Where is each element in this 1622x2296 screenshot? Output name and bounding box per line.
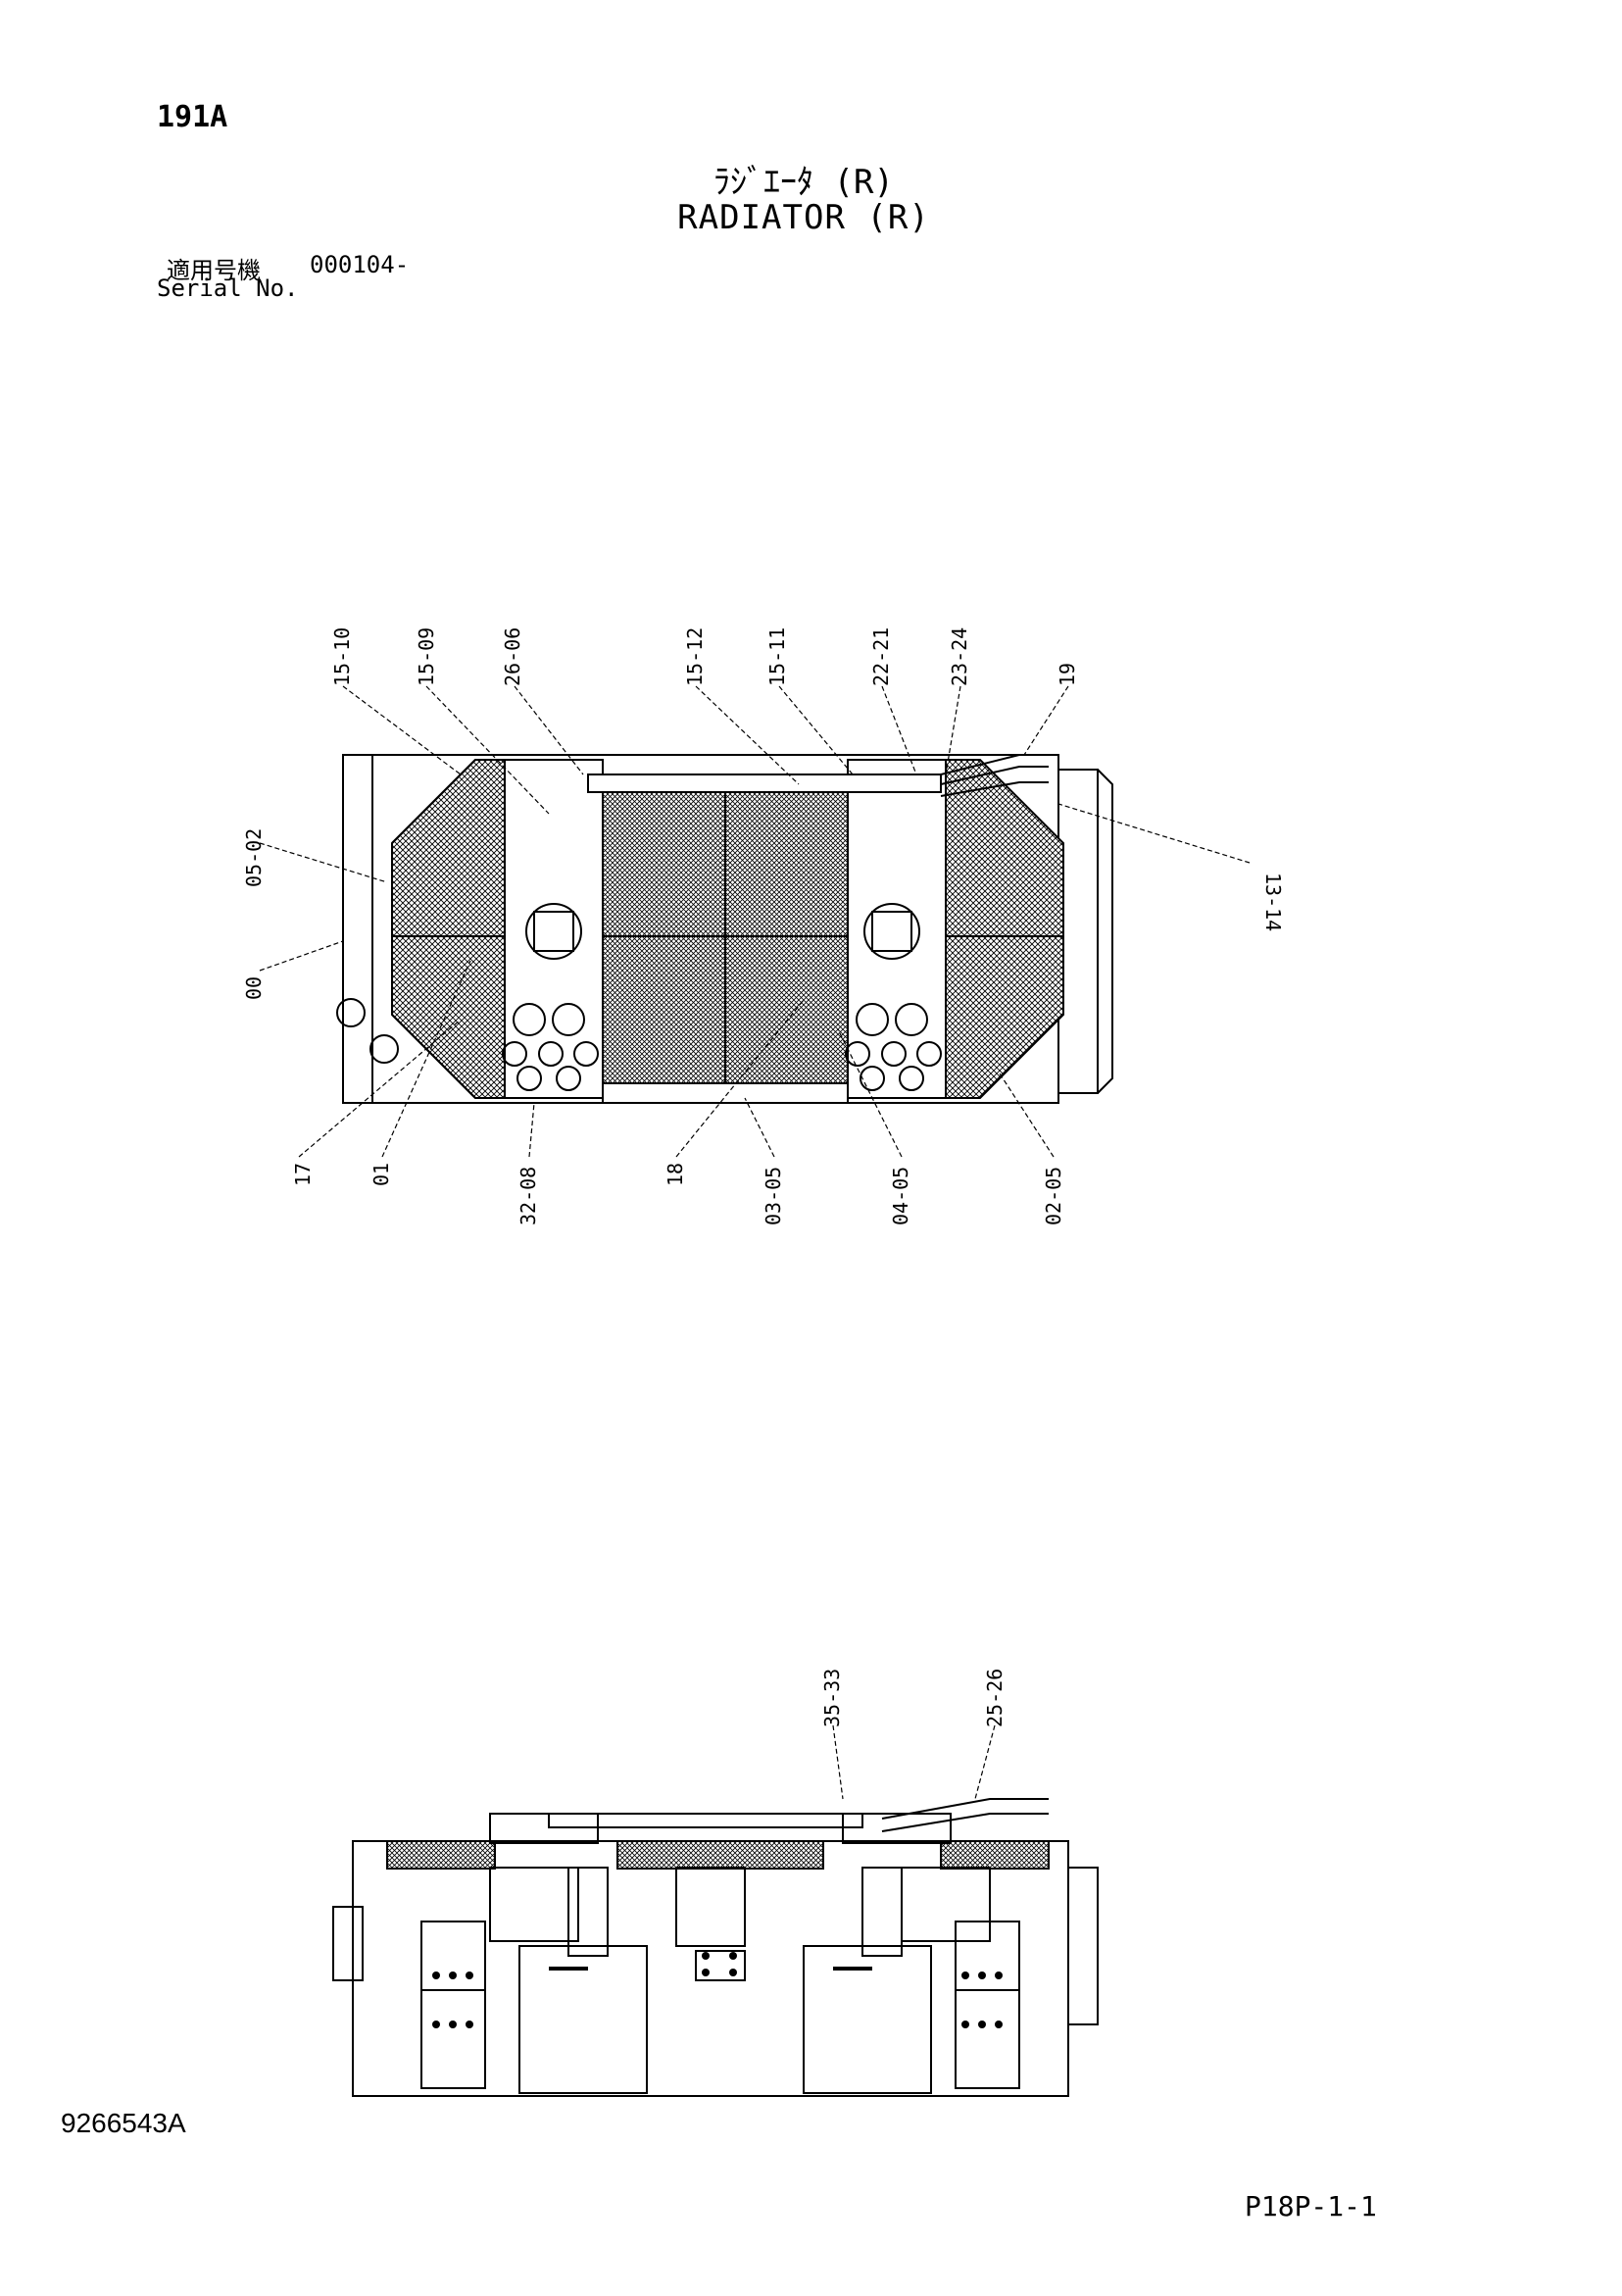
serial-number-value: 000104- (310, 251, 410, 278)
callout-label: 25-26 (983, 1669, 1007, 1727)
callout-label: 15-11 (765, 627, 789, 686)
callout-label: 35-33 (820, 1669, 844, 1727)
callout-label: 26-06 (501, 627, 524, 686)
page-reference: P18P-1-1 (1245, 2190, 1377, 2222)
callout-label: 02-05 (1042, 1167, 1065, 1225)
callout-label: 01 (369, 1163, 393, 1186)
callout-label: 05-02 (242, 828, 266, 887)
document-number: 9266543A (61, 2108, 186, 2138)
callout-label: 00 (242, 976, 266, 1000)
title-japanese: ﾗｼﾞｴｰﾀ (R) (713, 163, 894, 202)
callout-label: 23-24 (948, 627, 971, 686)
serial-label-japanese: 適用号機 (167, 257, 261, 284)
callout-label: 17 (291, 1163, 315, 1186)
side-view-drawing (332, 1798, 1099, 2097)
callout-label: 22-21 (869, 627, 893, 686)
page-code: 191A (157, 100, 228, 134)
callout-label: 15-10 (330, 627, 354, 686)
callout-label: 03-05 (762, 1167, 785, 1225)
serial-label-english: Serial No. (157, 275, 299, 302)
title-english: RADIATOR (R) (677, 198, 930, 237)
callout-label: 19 (1056, 663, 1079, 686)
callout-label: 18 (664, 1163, 687, 1186)
right-core-octagon (945, 759, 1064, 1099)
callout-label: 04-05 (889, 1167, 912, 1225)
callout-label: 15-09 (415, 627, 438, 686)
callout-label: 13-14 (1261, 873, 1285, 931)
callout-label: 15-12 (683, 627, 707, 686)
callout-label: 32-08 (516, 1167, 540, 1225)
